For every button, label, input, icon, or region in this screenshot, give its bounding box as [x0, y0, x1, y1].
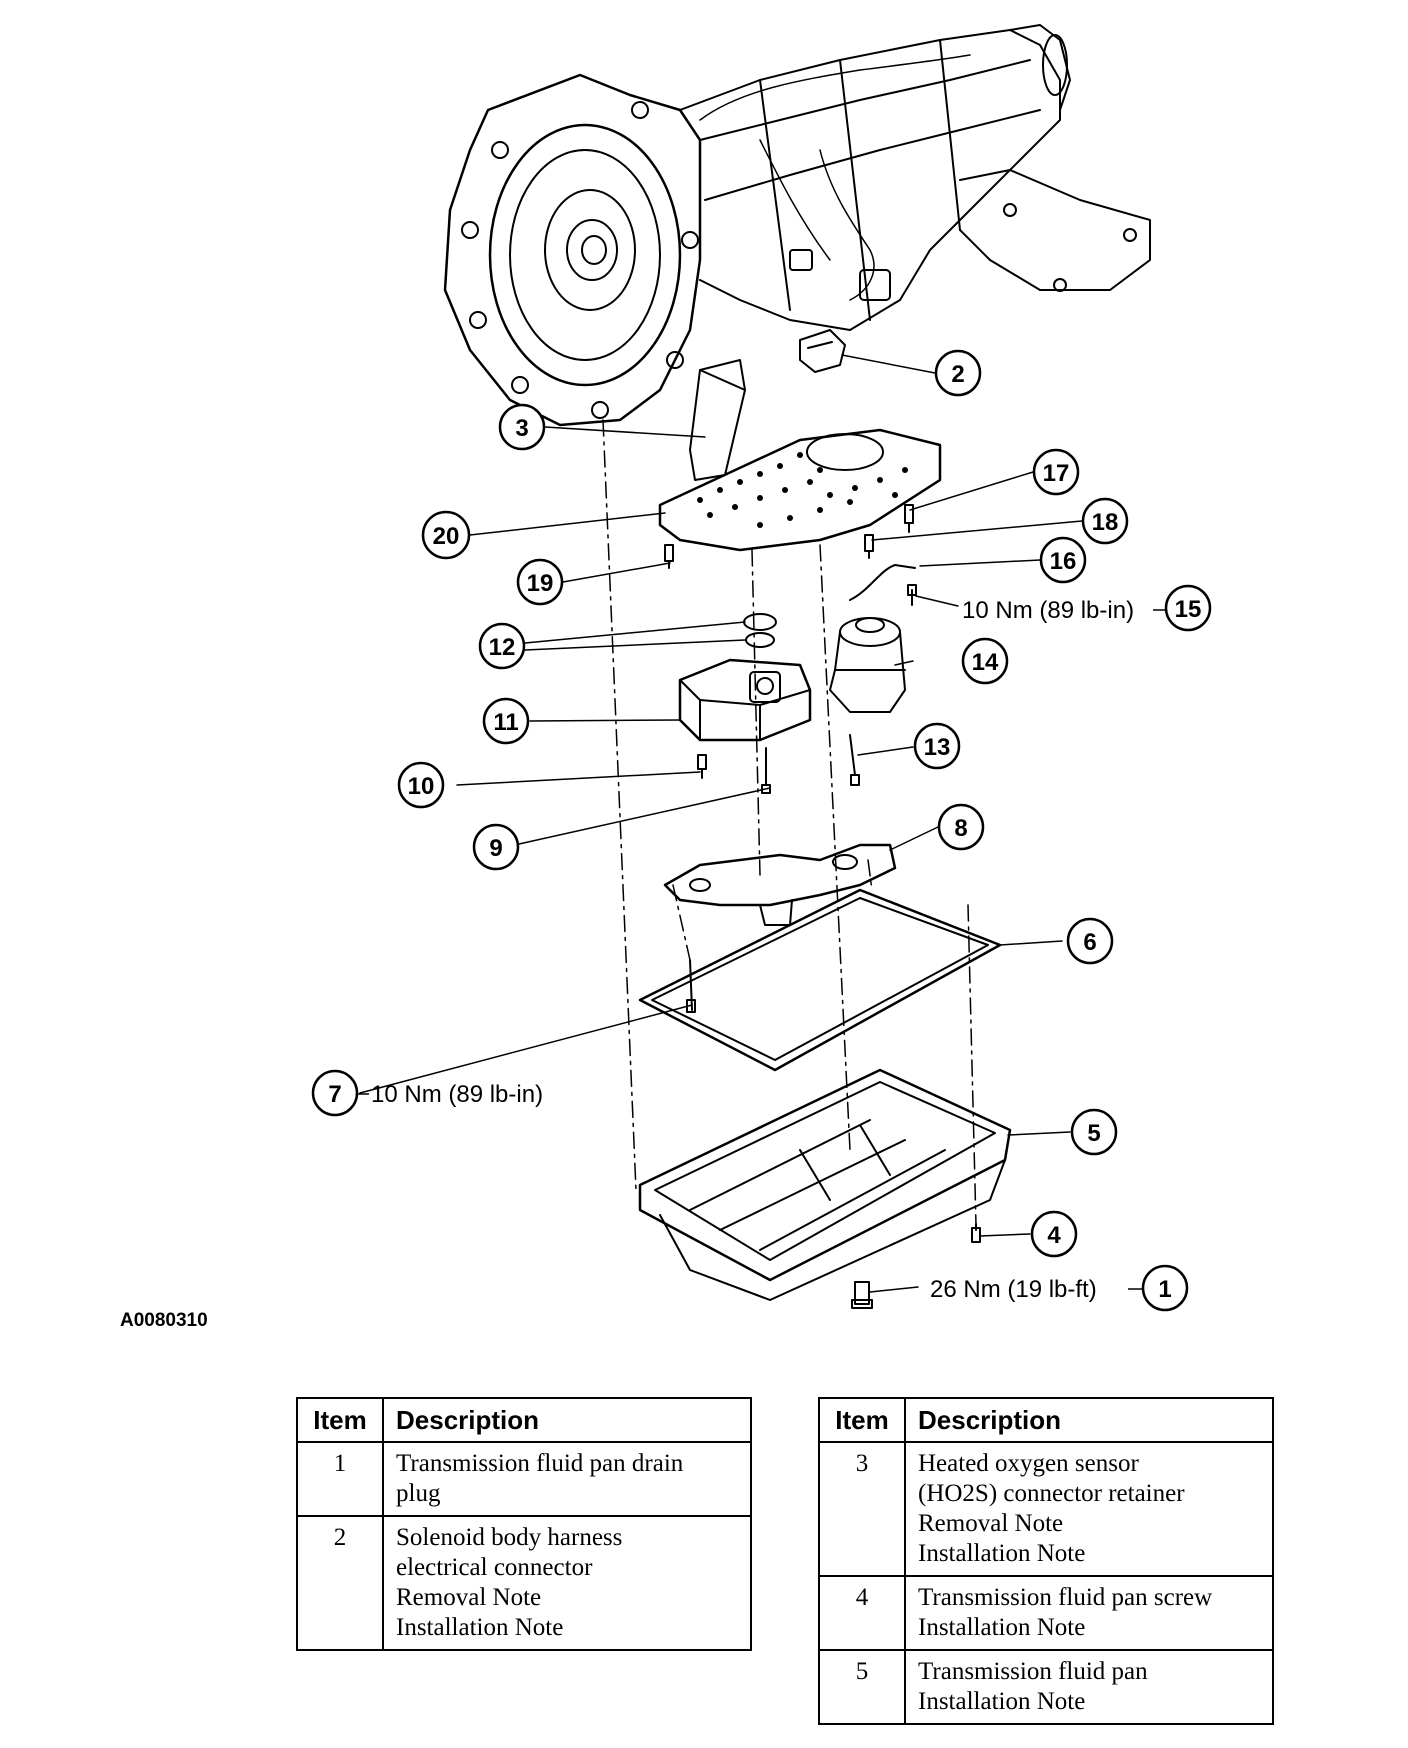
table-row: 4 Transmission fluid pan screw Installat…: [818, 1575, 1274, 1651]
callout-18: 18: [1081, 497, 1129, 545]
callout-9: 9: [472, 823, 520, 871]
callout-8: 8: [937, 803, 985, 851]
table-row: 5 Transmission fluid pan Installation No…: [818, 1649, 1274, 1725]
callout-19: 19: [516, 558, 564, 606]
callout-17: 17: [1032, 448, 1080, 496]
svg-text:18: 18: [1092, 509, 1119, 536]
svg-text:16: 16: [1050, 548, 1077, 575]
item-description: Heated oxygen sensor (HO2S) connector re…: [904, 1441, 1274, 1577]
callout-4: 4: [1030, 1210, 1078, 1258]
svg-text:4: 4: [1047, 1222, 1061, 1249]
svg-text:20: 20: [433, 523, 460, 550]
callout-11: 11: [482, 697, 530, 745]
svg-text:7: 7: [328, 1081, 341, 1108]
bracket: [849, 564, 917, 606]
solenoid-body-bolts: [697, 747, 771, 794]
solenoid-body: [678, 658, 812, 742]
item-description: Transmission fluid pan drain plug: [382, 1441, 752, 1517]
svg-text:1: 1: [1158, 1276, 1171, 1303]
ho2s-connector-retainer: [689, 359, 746, 481]
fluid-filter: [663, 843, 897, 926]
table-row: 3 Heated oxygen sensor (HO2S) connector …: [818, 1441, 1274, 1577]
pan-gasket: [638, 888, 1002, 1072]
transmission-assembly: [443, 24, 1151, 427]
callout-7: 7: [311, 1069, 359, 1117]
callout-14: 14: [961, 637, 1009, 685]
svg-text:8: 8: [954, 815, 967, 842]
torque-spec-15: 10 Nm (89 lb-in): [962, 597, 1134, 624]
svg-text:19: 19: [527, 570, 554, 597]
callout-3: 3: [498, 403, 546, 451]
header-description: Description: [382, 1397, 752, 1443]
leader-lines: [359, 354, 1083, 1293]
item-description: Transmission fluid pan screw Installatio…: [904, 1575, 1274, 1651]
torque-spec-1: 26 Nm (19 lb-ft): [930, 1276, 1097, 1303]
svg-text:12: 12: [489, 634, 516, 661]
oil-pan: [638, 1068, 1012, 1301]
item-number: 5: [818, 1649, 906, 1725]
svg-text:9: 9: [489, 835, 502, 862]
callout-15: 15: [1164, 584, 1212, 632]
header-item: Item: [296, 1397, 384, 1443]
svg-text:5: 5: [1087, 1120, 1100, 1147]
svg-text:2: 2: [951, 361, 964, 388]
parts-table-right: Item Description 3 Heated oxygen sensor …: [818, 1397, 1274, 1725]
item-description: Transmission fluid pan Installation Note: [904, 1649, 1274, 1725]
table-row: 1 Transmission fluid pan drain plug: [296, 1441, 752, 1517]
svg-text:17: 17: [1043, 460, 1070, 487]
item-number: 2: [296, 1515, 384, 1651]
svg-text:15: 15: [1175, 596, 1202, 623]
item-description: Solenoid body harness electrical connect…: [382, 1515, 752, 1651]
exploded-view-diagram: 2 3 17 20 18 16 19 15 12 14 11 13 10 8 9: [311, 24, 1212, 1312]
item-number: 4: [818, 1575, 906, 1651]
svg-text:11: 11: [493, 709, 518, 736]
figure-id: A0080310: [120, 1310, 208, 1331]
alignment-lines: [602, 419, 977, 1226]
solenoid-harness-connector: [799, 329, 846, 373]
parts-table-left: Item Description 1 Transmission fluid pa…: [296, 1397, 752, 1651]
callouts: 2 3 17 20 18 16 19 15 12 14 11 13 10 8 9: [311, 349, 1212, 1312]
torque-specs: 10 Nm (89 lb-in) 10 Nm (89 lb-in) 26 Nm …: [357, 597, 1166, 1303]
pan-bolts: [851, 1223, 981, 1309]
svg-text:6: 6: [1083, 929, 1096, 956]
svg-text:13: 13: [924, 734, 951, 761]
o-ring: [743, 613, 777, 648]
callout-16: 16: [1039, 536, 1087, 584]
pump-bolt: [849, 734, 860, 786]
pump-assembly: [829, 617, 906, 713]
callout-5: 5: [1070, 1108, 1118, 1156]
svg-text:3: 3: [515, 415, 528, 442]
svg-text:14: 14: [972, 649, 999, 676]
gasket-bolt: [686, 959, 696, 1013]
table-row: 2 Solenoid body harness electrical conne…: [296, 1515, 752, 1651]
main-control-valve-body: [658, 428, 942, 552]
callout-6: 6: [1066, 917, 1114, 965]
callout-1: 1: [1141, 1264, 1189, 1312]
item-number: 3: [818, 1441, 906, 1577]
valve-body-bolts: [664, 504, 914, 569]
item-number: 1: [296, 1441, 384, 1517]
torque-spec-7: 10 Nm (89 lb-in): [371, 1081, 543, 1108]
svg-text:10: 10: [408, 773, 435, 800]
header-description: Description: [904, 1397, 1274, 1443]
callout-10: 10: [397, 761, 445, 809]
header-item: Item: [818, 1397, 906, 1443]
callout-13: 13: [913, 722, 961, 770]
callout-12: 12: [478, 622, 526, 670]
callout-20: 20: [421, 510, 471, 560]
callout-2: 2: [934, 349, 982, 397]
